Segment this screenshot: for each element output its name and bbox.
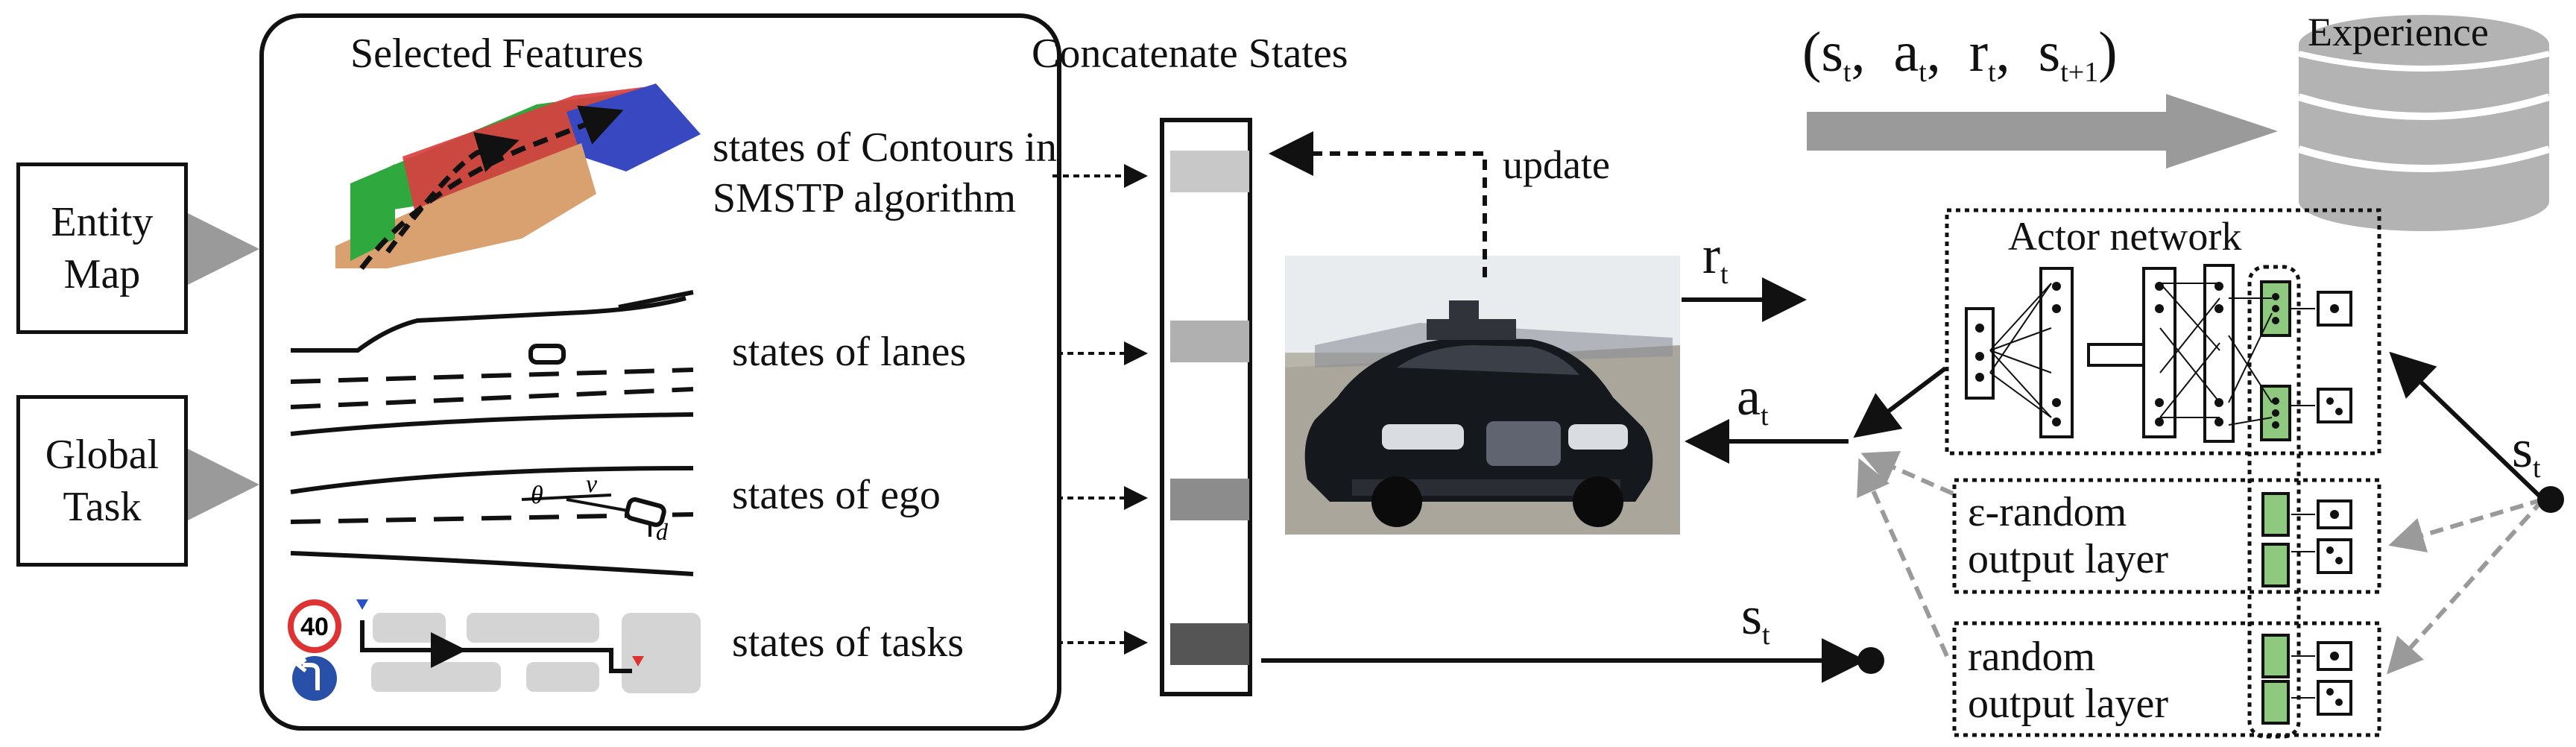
state-label-tasks: states of tasks (732, 620, 965, 666)
tuple-s-next-sub: t+1 (2060, 57, 2099, 88)
update-label: update (1503, 142, 1610, 187)
random-output-neurons (2261, 492, 2352, 725)
state-input-dot (2537, 486, 2564, 513)
actor-network-layers (1965, 264, 2352, 443)
concatenate-states-title: Concatenate States (1032, 31, 1348, 77)
actor-network-neurons (1975, 282, 2343, 429)
state-input-epsilon-arrow (2388, 497, 2544, 553)
v-label: v (586, 470, 598, 498)
state-label-contours-line1: states of Contours in (713, 125, 1057, 171)
tuple-s: s (1821, 21, 1843, 83)
state-label-contours: states of Contours in SMSTP algorithm (713, 122, 1057, 224)
state-vector-box (1160, 118, 1252, 696)
experience-tuple: (st, at, rt, st+1) (1802, 21, 2118, 88)
actor-output-arrow (1853, 366, 1947, 438)
state-cell-contours (1170, 151, 1249, 192)
tuple-a: a (1893, 21, 1919, 83)
experience-label: Experience (2308, 10, 2489, 54)
tuple-s-next: s (2038, 21, 2061, 83)
random-output-neuron-dots (2326, 510, 2343, 706)
reward-sub: t (1720, 259, 1729, 290)
state-output-base: s (1741, 586, 1763, 646)
state-label-lanes: states of lanes (732, 329, 967, 375)
vehicle-photo-drawing (1285, 256, 1680, 535)
contours-drawing (335, 83, 701, 271)
state-arrows (1052, 164, 1148, 655)
actor-network-frame (1945, 208, 2381, 456)
entity-map-label-line1: Entity (51, 199, 154, 245)
state-input-base: s (2512, 419, 2534, 479)
reward-label: rt (1702, 228, 1729, 289)
state-label-ego: states of ego (732, 472, 941, 518)
tasks-drawing (288, 599, 701, 701)
state-input-label: st (2512, 422, 2541, 482)
tuple-s-sub: t (1843, 57, 1852, 88)
action-sub: t (1760, 400, 1769, 432)
state-input-sub: t (2533, 453, 2541, 484)
theta-label: θ (531, 482, 543, 509)
state-output-sub: t (1762, 620, 1770, 651)
epsilon-random-line2: output layer (1968, 535, 2169, 582)
state-cell-lanes (1170, 321, 1249, 362)
lanes-drawing (290, 290, 694, 436)
d-label: d (656, 518, 669, 545)
vehicle-photo (1285, 256, 1680, 535)
tuple-r-sub: t (1988, 57, 1996, 88)
state-cell-ego (1170, 479, 1249, 520)
epsilon-random-label: ε-random output layer (1968, 489, 2168, 582)
state-output-label: st (1741, 589, 1770, 649)
feature-panel (259, 13, 1061, 731)
entity-map-label-line2: Map (63, 251, 141, 297)
state-label-contours-line2: SMSTP algorithm (713, 175, 1017, 222)
output-layer-outline (2247, 265, 2301, 739)
tuple-r: r (1969, 21, 1989, 83)
experience-arrow (1807, 94, 2278, 168)
actor-network-connections (1989, 283, 2315, 699)
action-base: a (1737, 367, 1761, 426)
state-input-actor-arrow (2389, 351, 2545, 502)
state-input-random-arrow (2386, 497, 2545, 675)
epsilon-random-line1: ε-random (1968, 489, 2127, 535)
update-arrow (1269, 131, 1487, 277)
random-output-line1: random (1968, 634, 2096, 680)
random-output-arrow (1857, 458, 1949, 658)
reward-base: r (1702, 225, 1720, 285)
epsilon-output-arrow (1860, 450, 1954, 496)
selected-features-title: Selected Features (350, 31, 644, 77)
global-task-label-line1: Global (45, 432, 160, 478)
state-cell-tasks (1170, 623, 1249, 665)
tuple-a-sub: t (1919, 57, 1927, 88)
random-output-label: random output layer (1968, 634, 2168, 727)
global-task-label-line2: Task (63, 484, 142, 530)
speed-sign-label: 40 (300, 613, 329, 641)
state-output-dot (1857, 647, 1884, 674)
action-label: at (1737, 370, 1769, 430)
random-output-line2: output layer (1968, 680, 2169, 727)
actor-network-label: Actor network (2008, 214, 2242, 259)
ego-drawing (290, 466, 694, 576)
experience-database-icon (2297, 15, 2551, 231)
